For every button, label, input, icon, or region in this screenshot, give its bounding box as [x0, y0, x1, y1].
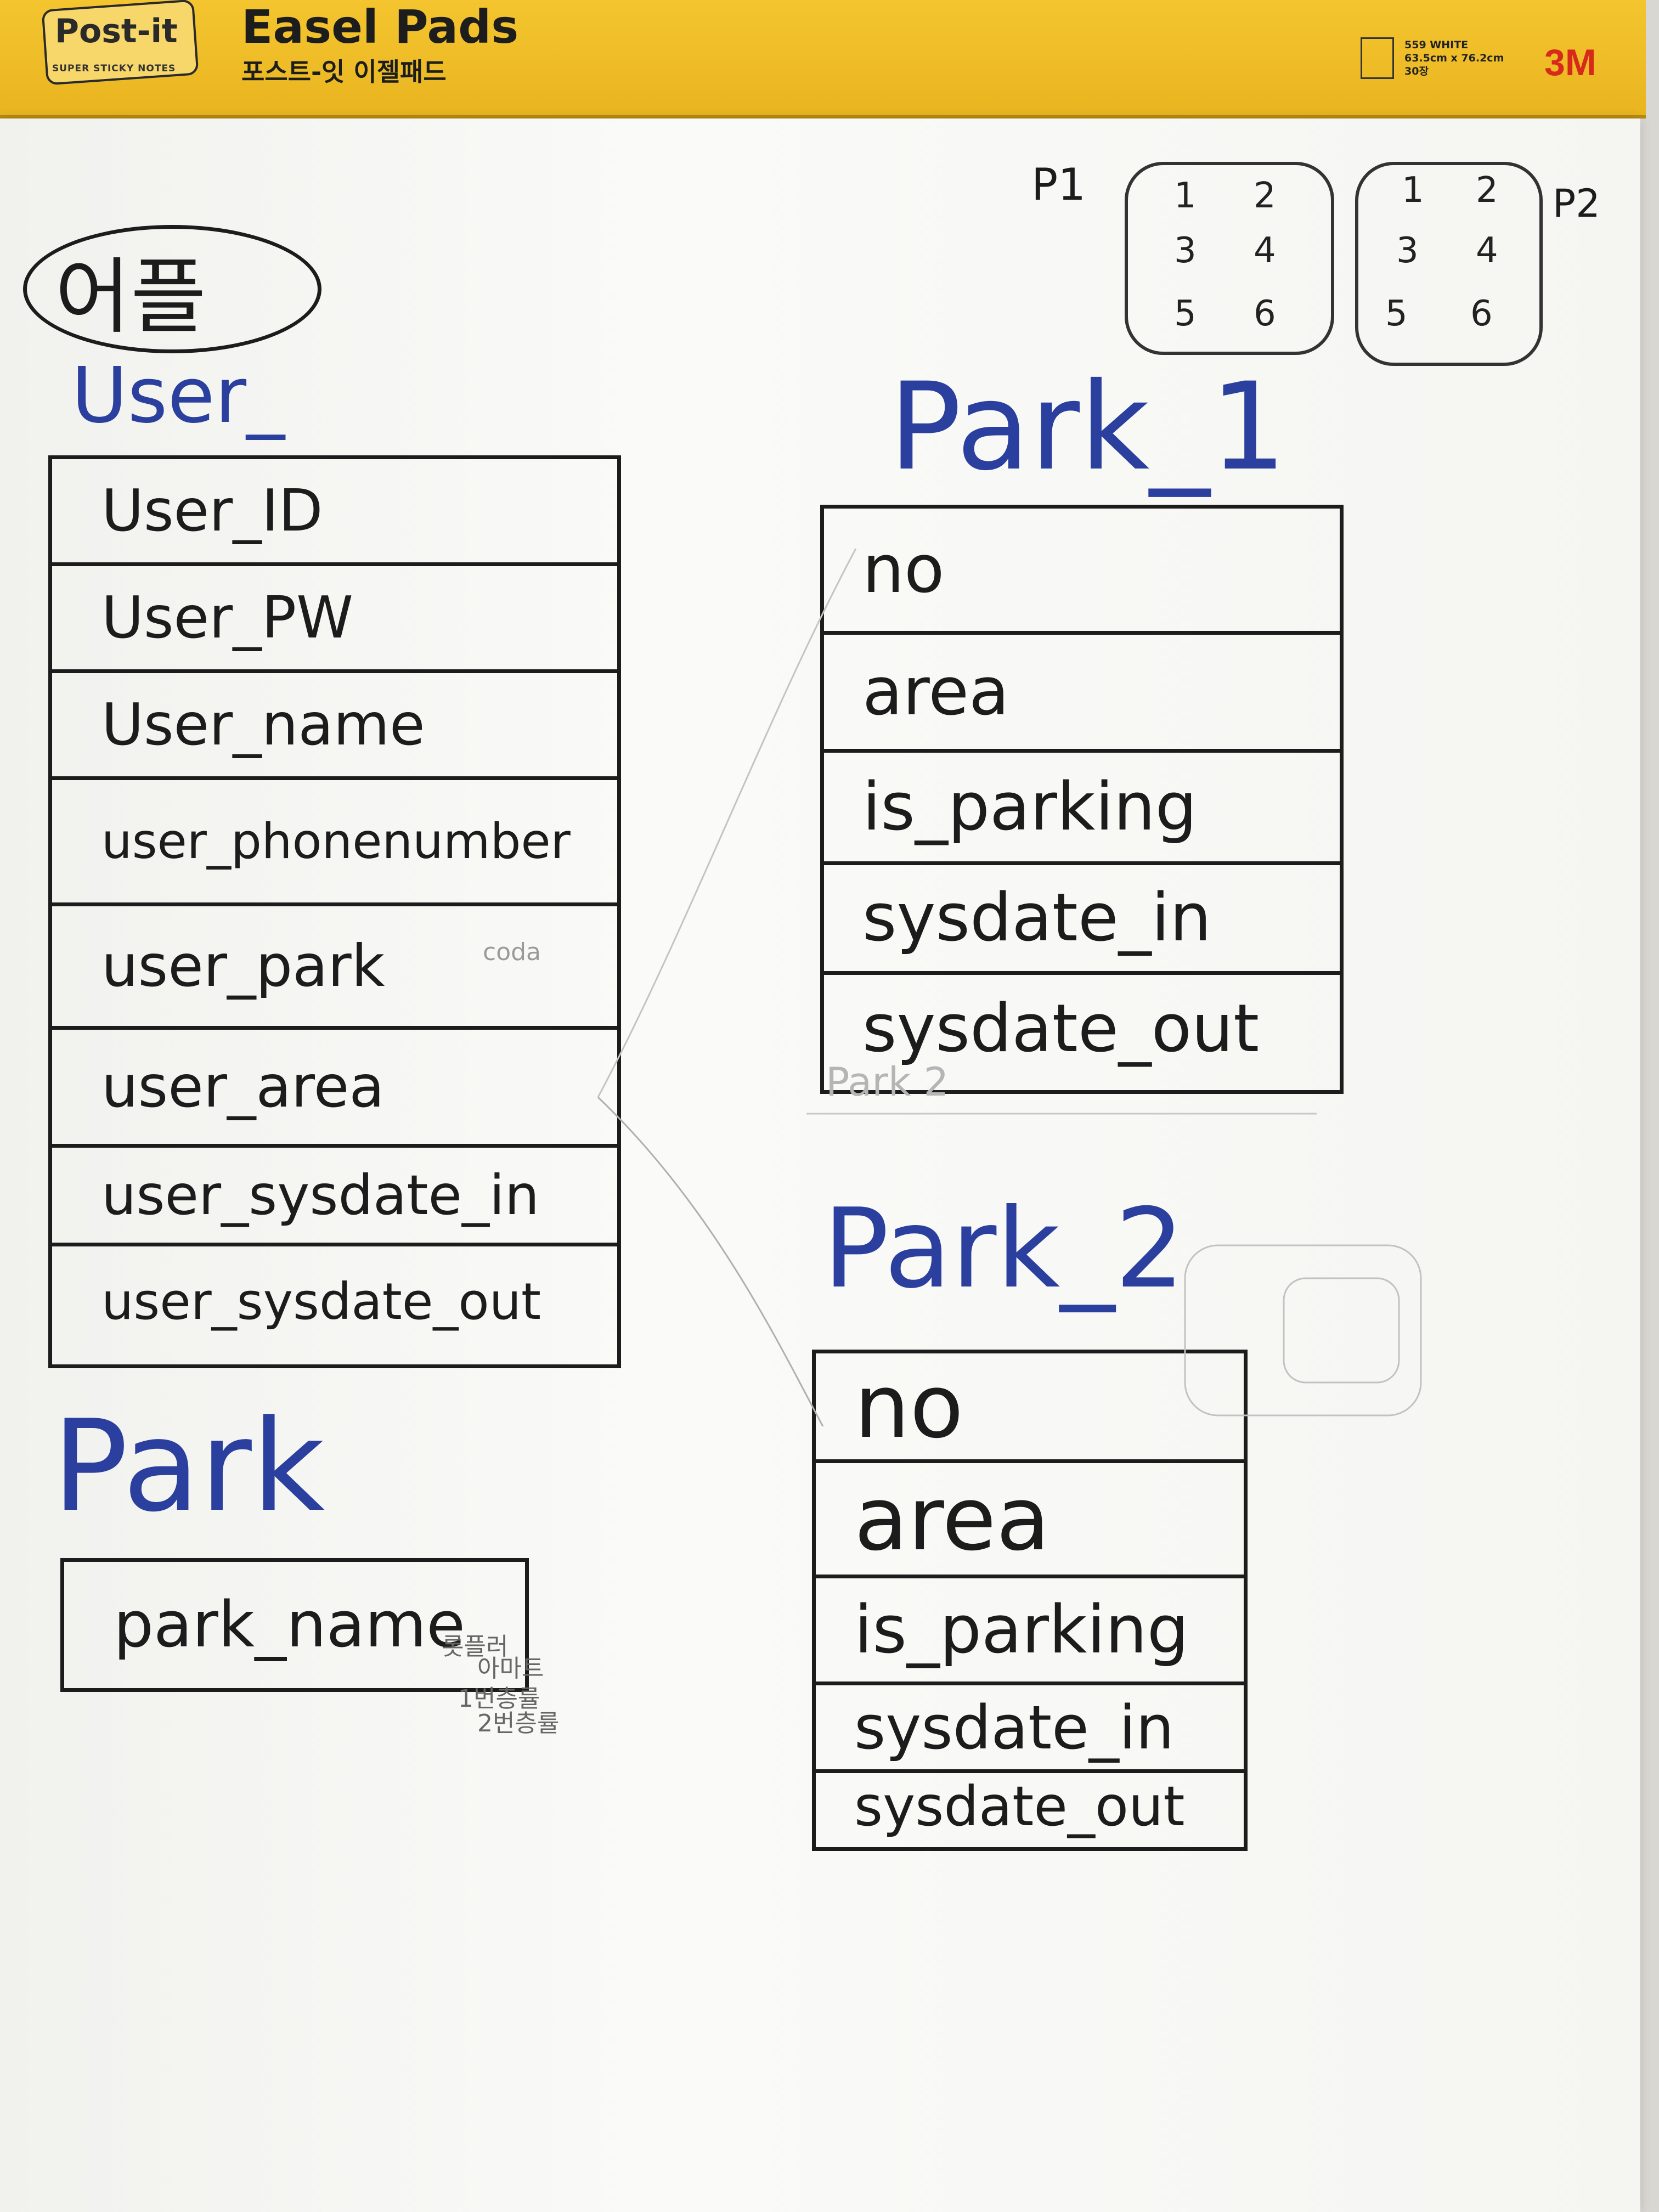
p1-layout-box: [1125, 162, 1334, 355]
p2-cell: 5: [1385, 294, 1408, 334]
field-label: User_PW: [101, 584, 353, 651]
spec-line: 559 WHITE: [1404, 39, 1469, 51]
user-field-row: user_sysdate_in: [52, 1148, 617, 1246]
p2-label: P2: [1553, 181, 1600, 226]
field-label: no: [862, 532, 945, 608]
page-title: 어플: [55, 250, 207, 345]
field-label: sysdate_in: [854, 1692, 1175, 1763]
park-1-table: no area is_parking sysdate_in sysdate_ou…: [820, 505, 1344, 1094]
park-2-field-row: no: [816, 1353, 1244, 1463]
connector-line: [597, 1096, 824, 1427]
field-label: User_name: [101, 691, 425, 758]
park-1-field-row: sysdate_in: [824, 865, 1340, 975]
park-field-row: park_name: [64, 1562, 525, 1688]
p2-layout-box: [1355, 162, 1543, 366]
spec-line: 30장: [1404, 65, 1429, 77]
user-field-row: User_name: [52, 673, 617, 780]
park-1-field-row: area: [824, 635, 1340, 753]
park-entity-title: Park: [52, 1393, 325, 1540]
park-1-field-row: is_parking: [824, 753, 1340, 865]
p1-cell: 3: [1174, 230, 1197, 271]
field-label: park_name: [114, 1588, 465, 1662]
user-field-row: User_PW: [52, 566, 617, 673]
field-label: user_sysdate_in: [101, 1163, 540, 1227]
p1-cell: 2: [1254, 176, 1276, 216]
park-note: 롯플러: [442, 1633, 509, 1661]
field-label: User_ID: [101, 477, 323, 544]
easel-paper: [0, 119, 1640, 2212]
faint-note: coda: [483, 938, 541, 966]
field-label: sysdate_out: [854, 1774, 1185, 1838]
field-label: is_parking: [862, 769, 1197, 845]
park-2-field-row: is_parking: [816, 1578, 1244, 1685]
spec-line: 63.5cm x 76.2cm: [1404, 52, 1504, 64]
field-label: sysdate_in: [862, 880, 1212, 956]
logo-subtitle: SUPER STICKY NOTES: [52, 63, 176, 74]
title-oval: [23, 225, 321, 353]
field-label: user_park: [101, 933, 385, 1000]
user-entity-title: User_: [71, 351, 285, 441]
user-field-row: user_sysdate_out: [52, 1246, 617, 1356]
field-label: user_sysdate_out: [101, 1272, 541, 1331]
park-1-field-row: no: [824, 509, 1340, 635]
field-label: user_phonenumber: [101, 813, 571, 870]
product-name-kr: 포스트-잇 이젤패드: [241, 57, 447, 87]
user-field-row: user_area: [52, 1030, 617, 1148]
field-label: sysdate_out: [862, 990, 1260, 1067]
field-label: no: [854, 1355, 964, 1458]
p2-cell: 6: [1470, 294, 1493, 334]
park-2-table: no area is_parking sysdate_in sysdate_ou…: [812, 1350, 1248, 1851]
field-label: area: [862, 653, 1009, 730]
park-2-field-row: area: [816, 1463, 1244, 1578]
faint-note: Park 2: [826, 1059, 949, 1105]
connector-line: [597, 548, 857, 1098]
park-note: 아마트: [477, 1655, 544, 1683]
p2-cell: 4: [1476, 230, 1498, 271]
user-field-row: user_park: [52, 906, 617, 1030]
field-label: user_area: [101, 1053, 385, 1120]
park-table: park_name: [60, 1558, 529, 1692]
product-name: Easel Pads: [241, 0, 519, 54]
p1-cell: 5: [1174, 294, 1197, 334]
park-note: 2번층률: [477, 1709, 560, 1737]
field-label: area: [854, 1468, 1050, 1570]
p1-cell: 1: [1174, 176, 1197, 216]
user-table: User_ID User_PW User_name user_phonenumb…: [48, 455, 621, 1368]
brand-3m-logo: 3M: [1544, 42, 1596, 83]
sketch-box: [1184, 1244, 1422, 1417]
park-note: 1번층률: [458, 1685, 540, 1713]
page-icon: [1361, 37, 1394, 79]
park-1-field-row: sysdate_out: [824, 975, 1340, 1082]
p2-cell: 2: [1476, 170, 1498, 211]
park-2-field-row: sysdate_in: [816, 1685, 1244, 1773]
p1-cell: 4: [1254, 230, 1276, 271]
p1-label: P1: [1031, 159, 1086, 210]
p1-cell: 6: [1254, 294, 1276, 334]
post-it-logo: Post-it: [55, 12, 178, 50]
park-1-entity-title: Park_1: [889, 357, 1287, 497]
sketch-box: [1283, 1277, 1400, 1384]
park-2-field-row: sysdate_out: [816, 1773, 1244, 1839]
p2-cell: 1: [1402, 170, 1424, 211]
p2-cell: 3: [1396, 230, 1419, 271]
field-label: is_parking: [854, 1592, 1189, 1668]
user-field-row: User_ID: [52, 459, 617, 566]
easel-pad-header: [0, 0, 1646, 119]
spec-text: 559 WHITE 63.5cm x 76.2cm 30장: [1404, 38, 1504, 78]
park-2-entity-title: Park_2: [823, 1185, 1185, 1313]
user-field-row: user_phonenumber: [52, 780, 617, 906]
